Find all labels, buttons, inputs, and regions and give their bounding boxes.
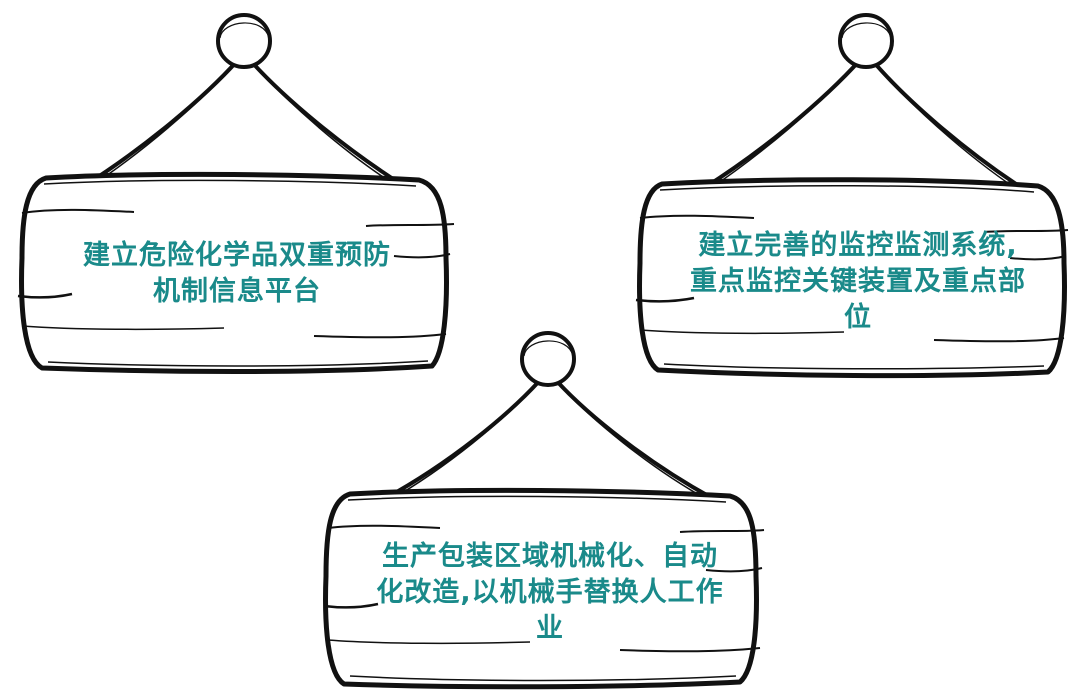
- sign-2-text: 建立完善的监控监测系统,重点监控关键装置及重点部位: [690, 230, 1026, 333]
- hanging-sign-1: 建立危险化学品双重预防机制信息平台: [14, 8, 455, 378]
- hanging-sign-board-icon: [635, 13, 1069, 379]
- sign-3-text: 生产包装区域机械化、自动化改造,以机械手替换人工作业: [376, 541, 724, 644]
- hanging-sign-2: 建立完善的监控监测系统,重点监控关键装置及重点部位: [634, 8, 1069, 382]
- hanging-sign-board-icon: [17, 13, 455, 374]
- sign-1-text: 建立危险化学品双重预防机制信息平台: [83, 240, 391, 307]
- hanging-sign-board-icon: [323, 331, 765, 690]
- hanging-sign-3: 生产包装区域机械化、自动化改造,以机械手替换人工作业: [320, 326, 766, 692]
